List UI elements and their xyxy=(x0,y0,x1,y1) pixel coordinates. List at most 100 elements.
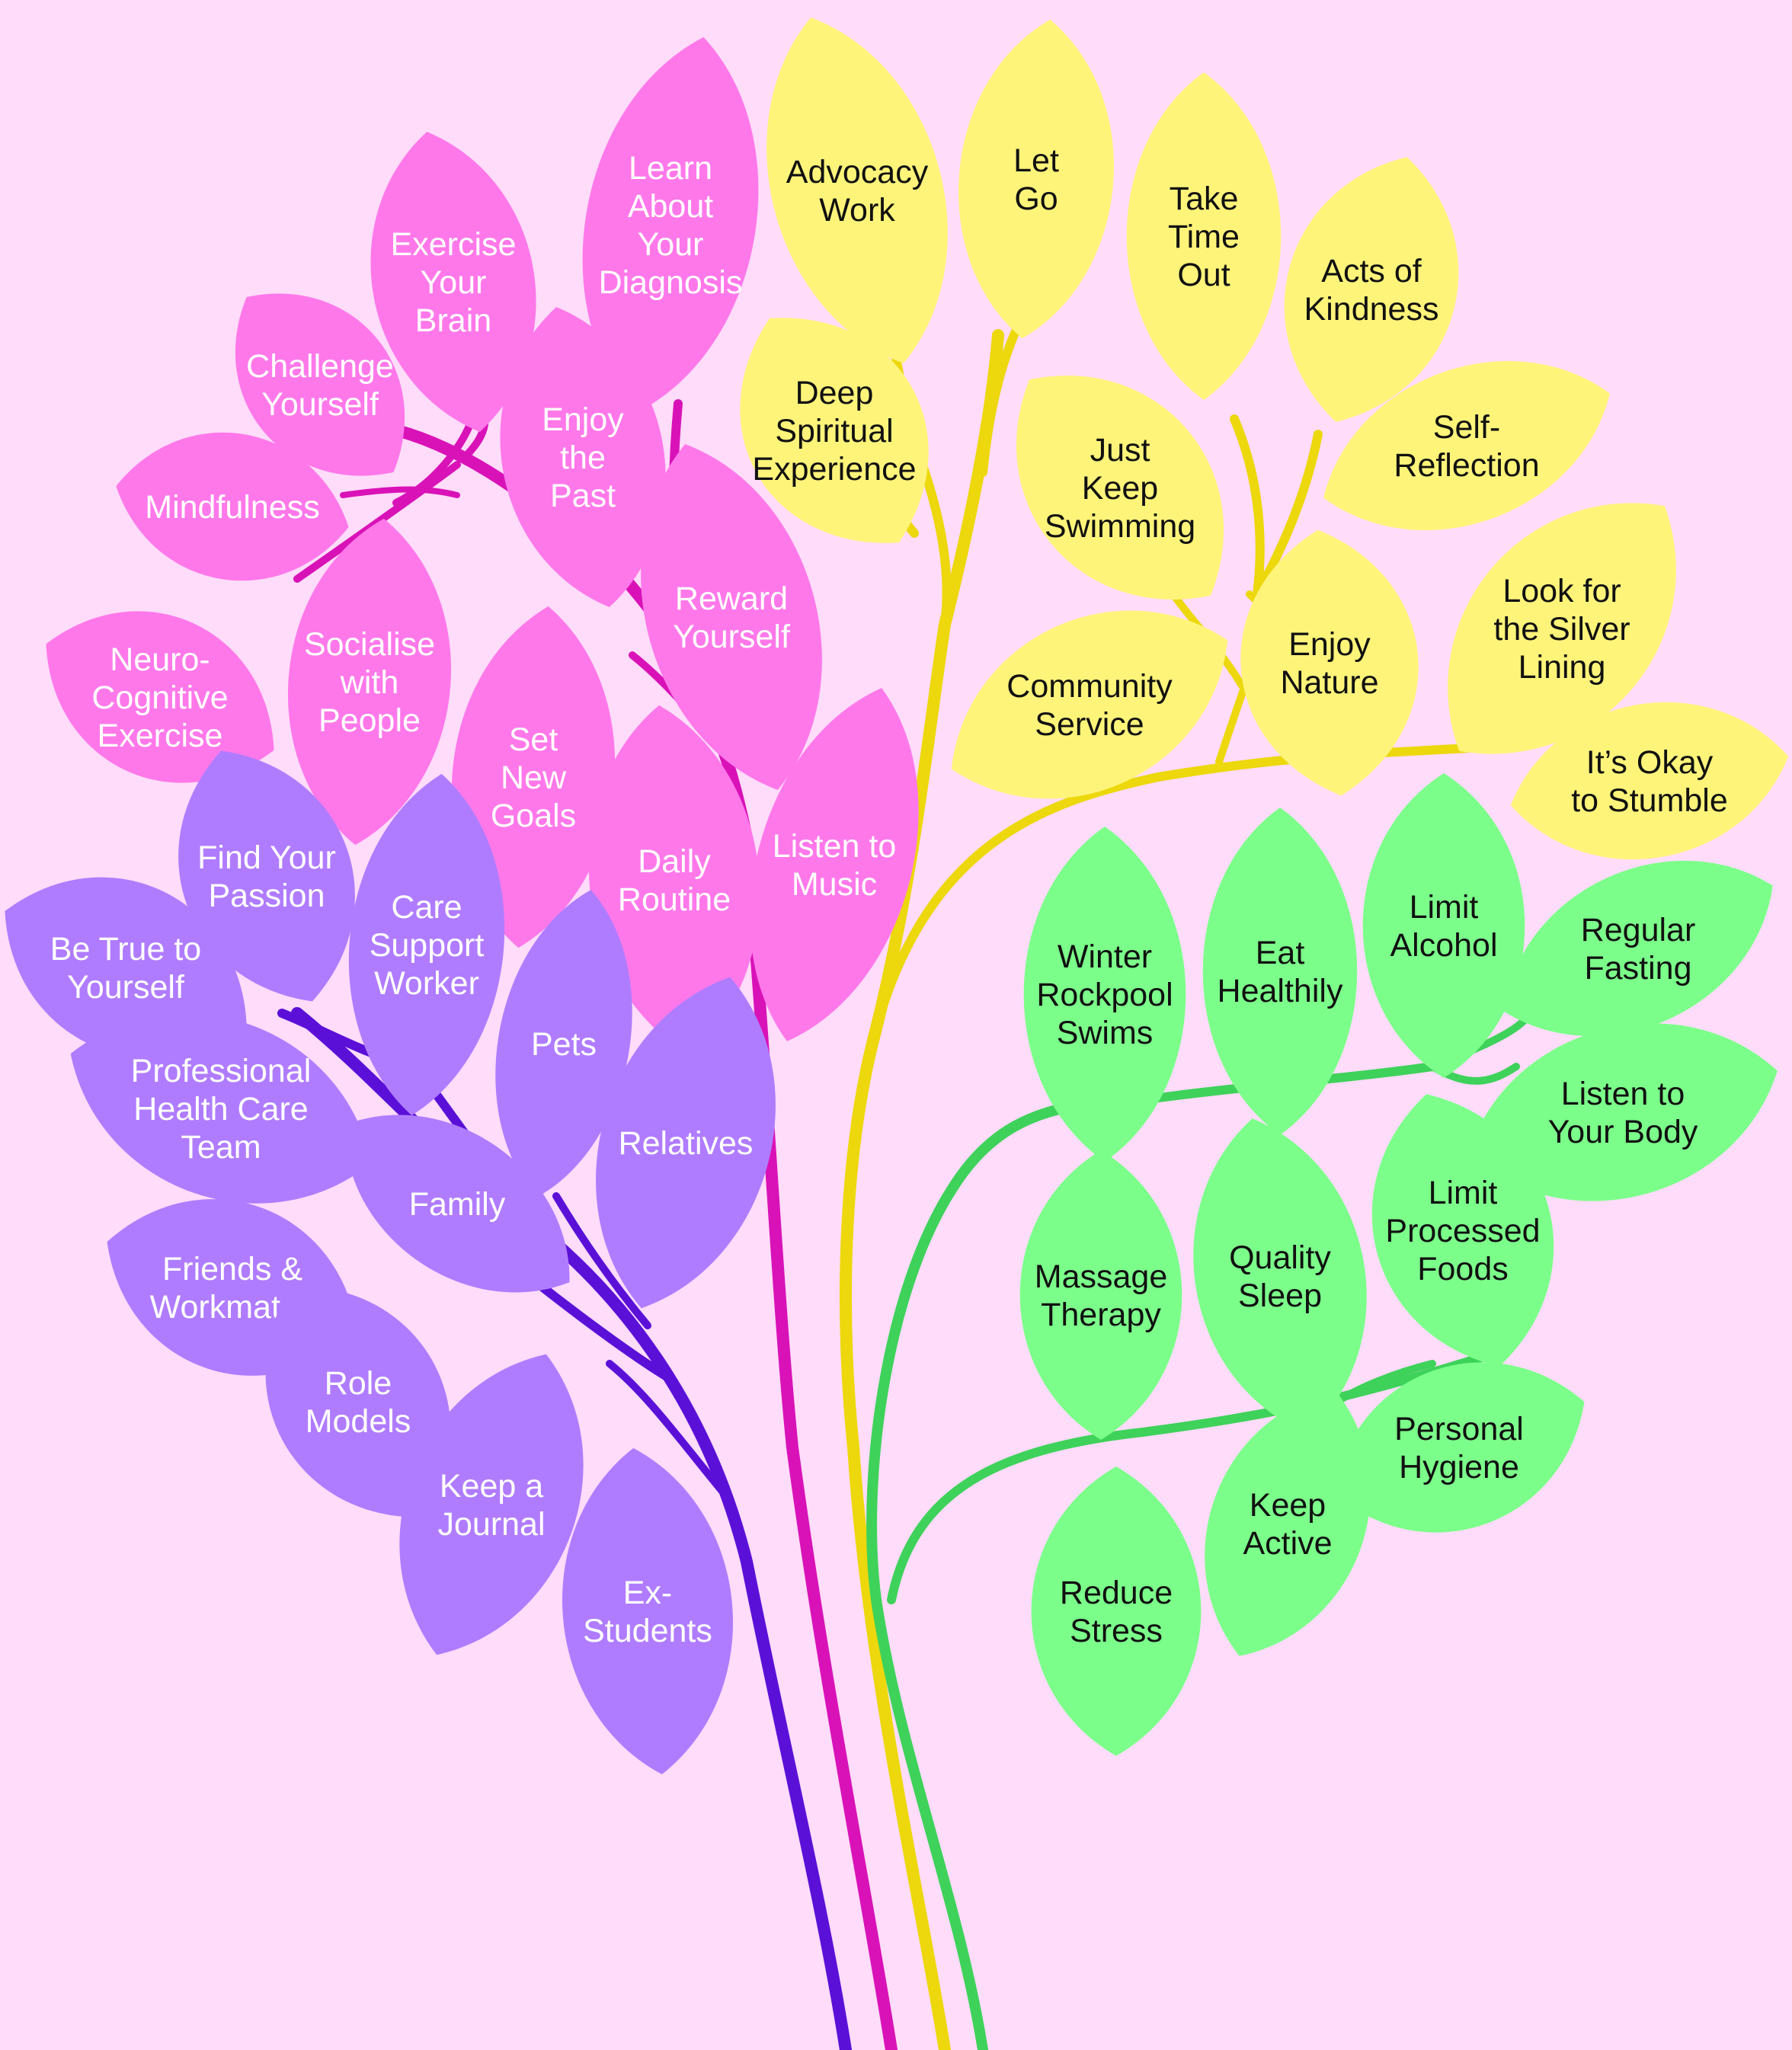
leaf-label-line: Relatives xyxy=(619,1125,754,1162)
leaf-label-line: Your Body xyxy=(1548,1114,1698,1150)
purple-stem-15 xyxy=(606,1360,728,1497)
leaf-label-line: Go xyxy=(1014,181,1058,217)
leaf-label-line: Work xyxy=(819,192,895,229)
leaf-shape-mindfulness xyxy=(116,432,349,581)
leaf-shape-exercise-your-brain xyxy=(370,132,536,432)
leaf-shape-enjoy-nature xyxy=(1240,529,1419,796)
leaf-label-line: Music xyxy=(792,866,877,903)
leaf-shape-listen-to-your-body xyxy=(1468,1023,1778,1201)
leaf-shape-let-go xyxy=(958,19,1114,339)
leaf-label-line: Routine xyxy=(618,881,731,918)
leaf-label-line: Swims xyxy=(1057,1015,1154,1051)
leaf-label-line: Massage xyxy=(1035,1258,1167,1295)
leaf-label-line: Yourself xyxy=(673,619,791,655)
leaf-label-line: About xyxy=(628,188,713,225)
leaf-label-line: Take xyxy=(1170,181,1239,217)
leaf-shape-family xyxy=(344,1115,570,1293)
leaf-label-line: Care xyxy=(391,889,462,926)
leaf-label-line: Eat xyxy=(1256,935,1305,971)
leaf-label-line: Role xyxy=(325,1365,392,1402)
leaf-shape-challenge-yourself xyxy=(235,293,405,476)
leaf-shape-eat-healthily xyxy=(1202,808,1358,1135)
leaf-label-line: It’s Okay xyxy=(1586,744,1714,781)
pink-stem-9 xyxy=(392,415,476,507)
leaf-label-line: Challenge xyxy=(246,348,394,385)
leaf-shape-deep-spiritual-experience xyxy=(740,318,929,543)
yellow-stem-2 xyxy=(840,329,1004,2050)
leaf-shape-community-service xyxy=(951,610,1228,799)
leaf-label-line: Nature xyxy=(1280,664,1378,701)
leaf-label-line: Past xyxy=(550,478,616,514)
leaf-label-line: Journal xyxy=(437,1506,545,1543)
leaf-label-line: Hygiene xyxy=(1399,1449,1519,1486)
leaf-shape-massage-therapy xyxy=(1019,1150,1182,1440)
leaf-label-line: Brain xyxy=(415,302,491,339)
leaf-shape-self-reflection xyxy=(1323,361,1610,530)
leaf-label-line: Personal xyxy=(1394,1411,1524,1447)
leaf-family: Family xyxy=(344,1115,570,1293)
leaf-label-line: Exercise xyxy=(98,718,223,754)
leaf-label-line: Reduce xyxy=(1060,1575,1173,1611)
leaf-label-line: Foods xyxy=(1417,1251,1509,1287)
leaf-label-line: Socialise xyxy=(304,626,435,663)
leaf-self-reflection: Self-Reflection xyxy=(1323,361,1610,530)
leaf-label-line: the xyxy=(560,440,606,476)
leaf-label-line: Team xyxy=(181,1129,261,1166)
leaf-label-line: Processed xyxy=(1385,1213,1540,1249)
leaf-label-line: with xyxy=(340,664,398,701)
leaf-label-line: Your xyxy=(421,264,487,301)
leaf-shape-find-your-passion xyxy=(178,750,355,1002)
leaf-label-line: Set xyxy=(509,721,558,758)
leaf-label-line: Winter xyxy=(1058,939,1152,975)
leaf-label-line: Models xyxy=(306,1403,411,1440)
leaf-label-line: Listen to xyxy=(773,828,897,865)
leaf-shape-relatives xyxy=(596,977,776,1309)
leaf-label-line: Neuro- xyxy=(110,641,210,678)
leaf-shape-advocacy-work xyxy=(766,18,948,363)
leaf-label-line: Rockpool xyxy=(1036,977,1173,1013)
leaf-label-line: Passion xyxy=(209,878,325,914)
leaf-shape-pets xyxy=(495,890,632,1198)
leaf-label-line: Diagnosis xyxy=(599,264,743,301)
leaf-label-line: the Silver xyxy=(1493,611,1630,648)
leaf-label-line: Mindfulness xyxy=(145,489,319,526)
leaf-label-line: Active xyxy=(1243,1525,1332,1562)
leaf-relatives: Relatives xyxy=(596,977,776,1309)
leaf-label-line: Spiritual xyxy=(775,413,893,449)
leaf-label-line: Reward xyxy=(675,580,788,617)
leaf-label-line: Limit xyxy=(1429,1175,1498,1211)
leaf-label-line: Friends & xyxy=(162,1251,302,1287)
leaf-label-line: Experience xyxy=(752,451,916,488)
leaf-shape-acts-of-kindness xyxy=(1284,157,1459,422)
leaf-shape-quality-sleep xyxy=(1193,1118,1367,1434)
leaf-shape-limit-alcohol xyxy=(1362,773,1525,1078)
leaf-label-line: Students xyxy=(583,1613,712,1649)
pink-stem-10 xyxy=(340,486,460,498)
leaf-shape-socialise-with-people xyxy=(288,518,451,846)
leaf-label-line: Family xyxy=(409,1186,506,1223)
leaf-shape-ex-students xyxy=(562,1447,733,1775)
leaf-label-line: Cognitive xyxy=(91,680,228,716)
leaf-label-line: Lining xyxy=(1518,649,1606,686)
